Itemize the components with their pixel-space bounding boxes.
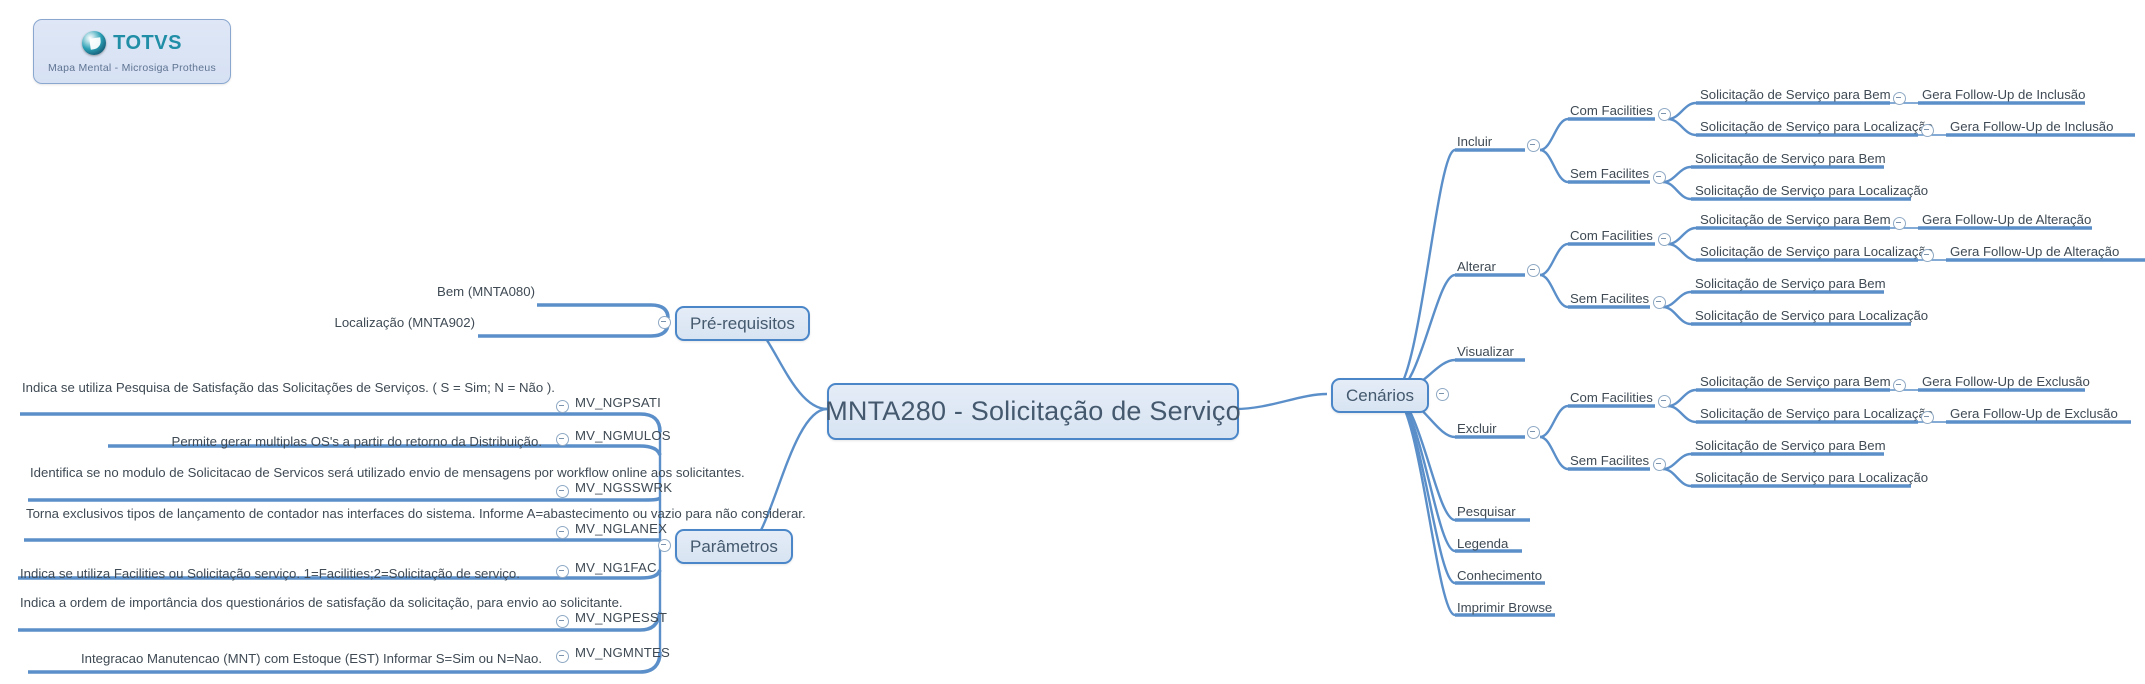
alterar-com-facilities[interactable]: Com Facilities bbox=[1570, 228, 1653, 243]
toggle-param-0[interactable] bbox=[556, 400, 569, 413]
alterar-sem-facilites[interactable]: Sem Facilites bbox=[1570, 291, 1650, 306]
toggle-param-6[interactable] bbox=[556, 650, 569, 663]
excluir-sem-facilites[interactable]: Sem Facilites bbox=[1570, 453, 1650, 468]
incluir-cf-item-0[interactable]: Solicitação de Serviço para Bem bbox=[1700, 87, 1891, 102]
excluir-sf-item-1[interactable]: Solicitação de Serviço para Localização bbox=[1695, 470, 1929, 485]
param-desc-2[interactable]: Identifica se no modulo de Solicitacao d… bbox=[30, 465, 745, 480]
toggle-excluir-cf-item-1[interactable] bbox=[1921, 411, 1934, 424]
param-desc-0[interactable]: Indica se utiliza Pesquisa de Satisfação… bbox=[22, 380, 555, 395]
root-node[interactable]: MNTA280 - Solicitação de Serviço bbox=[825, 383, 1241, 440]
excluir-cf-item-1[interactable]: Solicitação de Serviço para Localização bbox=[1700, 406, 1934, 421]
alterar-sf-item-1[interactable]: Solicitação de Serviço para Localização bbox=[1695, 308, 1929, 323]
toggle-cenarios[interactable] bbox=[1436, 388, 1449, 401]
incluir-cf-followup-1[interactable]: Gera Follow-Up de Inclusão bbox=[1950, 119, 2114, 134]
toggle-prerequisitos[interactable] bbox=[658, 316, 671, 329]
cenario-conhecimento[interactable]: Conhecimento bbox=[1457, 568, 1543, 583]
toggle-excluir-com-facilities[interactable] bbox=[1658, 395, 1671, 408]
branch-prerequisitos[interactable]: Pré-requisitos bbox=[675, 306, 810, 341]
param-desc-6[interactable]: Integracao Manutencao (MNT) com Estoque … bbox=[80, 651, 542, 666]
logo-card: TOTVS Mapa Mental - Microsiga Protheus bbox=[33, 19, 231, 84]
alterar-cf-followup-0[interactable]: Gera Follow-Up de Alteração bbox=[1922, 212, 2092, 227]
toggle-excluir-sem-facilites[interactable] bbox=[1653, 458, 1666, 471]
toggle-alterar[interactable] bbox=[1527, 264, 1540, 277]
toggle-alterar-com-facilities[interactable] bbox=[1658, 233, 1671, 246]
alterar-cf-item-1[interactable]: Solicitação de Serviço para Localização bbox=[1700, 244, 1934, 259]
branch-parametros[interactable]: Parâmetros bbox=[675, 529, 793, 564]
cenario-incluir[interactable]: Incluir bbox=[1457, 134, 1493, 149]
cenario-imprimir-browse[interactable]: Imprimir Browse bbox=[1457, 600, 1553, 615]
excluir-cf-followup-0[interactable]: Gera Follow-Up de Exclusão bbox=[1922, 374, 2090, 389]
toggle-parametros[interactable] bbox=[658, 539, 671, 552]
alterar-cf-followup-1[interactable]: Gera Follow-Up de Alteração bbox=[1950, 244, 2120, 259]
totvs-sphere-icon bbox=[82, 31, 107, 55]
branch-cenarios[interactable]: Cenários bbox=[1331, 378, 1430, 413]
toggle-param-2[interactable] bbox=[556, 485, 569, 498]
prereq-item-0[interactable]: Bem (MNTA080) bbox=[437, 284, 535, 299]
toggle-incluir-cf-item-1[interactable] bbox=[1921, 124, 1934, 137]
prereq-item-1[interactable]: Localização (MNTA902) bbox=[334, 315, 475, 330]
excluir-com-facilities[interactable]: Com Facilities bbox=[1570, 390, 1653, 405]
toggle-incluir[interactable] bbox=[1527, 139, 1540, 152]
param-desc-4[interactable]: Indica se utiliza Facilities ou Solicita… bbox=[20, 566, 520, 581]
toggle-alterar-cf-item-1[interactable] bbox=[1921, 249, 1934, 262]
param-code-3[interactable]: MV_NGLANEX bbox=[575, 521, 668, 536]
toggle-incluir-sem-facilites[interactable] bbox=[1653, 171, 1666, 184]
brand-name: TOTVS bbox=[113, 31, 182, 54]
excluir-cf-item-0[interactable]: Solicitação de Serviço para Bem bbox=[1700, 374, 1891, 389]
cenario-excluir[interactable]: Excluir bbox=[1457, 421, 1497, 436]
cenario-visualizar[interactable]: Visualizar bbox=[1457, 344, 1514, 359]
incluir-cf-item-1[interactable]: Solicitação de Serviço para Localização bbox=[1700, 119, 1934, 134]
cenario-legenda[interactable]: Legenda bbox=[1457, 536, 1509, 551]
param-code-4[interactable]: MV_NG1FAC bbox=[575, 560, 657, 575]
param-code-1[interactable]: MV_NGMULOS bbox=[575, 428, 671, 443]
cenario-alterar[interactable]: Alterar bbox=[1457, 259, 1496, 274]
param-desc-1[interactable]: Permite gerar multiplas OS's a partir do… bbox=[171, 434, 542, 449]
excluir-cf-followup-1[interactable]: Gera Follow-Up de Exclusão bbox=[1950, 406, 2118, 421]
toggle-excluir[interactable] bbox=[1527, 426, 1540, 439]
incluir-cf-followup-0[interactable]: Gera Follow-Up de Inclusão bbox=[1922, 87, 2086, 102]
toggle-alterar-sem-facilites[interactable] bbox=[1653, 296, 1666, 309]
param-code-6[interactable]: MV_NGMNTES bbox=[575, 645, 671, 660]
alterar-sf-item-0[interactable]: Solicitação de Serviço para Bem bbox=[1695, 276, 1886, 291]
toggle-param-1[interactable] bbox=[556, 433, 569, 446]
toggle-excluir-cf-item-0[interactable] bbox=[1893, 379, 1906, 392]
incluir-sf-item-0[interactable]: Solicitação de Serviço para Bem bbox=[1695, 151, 1886, 166]
incluir-sem-facilites[interactable]: Sem Facilites bbox=[1570, 166, 1650, 181]
param-desc-3[interactable]: Torna exclusivos tipos de lançamento de … bbox=[26, 506, 806, 521]
toggle-incluir-cf-item-0[interactable] bbox=[1893, 92, 1906, 105]
toggle-alterar-cf-item-0[interactable] bbox=[1893, 217, 1906, 230]
param-code-5[interactable]: MV_NGPESST bbox=[575, 610, 668, 625]
param-code-2[interactable]: MV_NGSSWRK bbox=[575, 480, 673, 495]
toggle-incluir-com-facilities[interactable] bbox=[1658, 108, 1671, 121]
cenario-pesquisar[interactable]: Pesquisar bbox=[1457, 504, 1516, 519]
param-code-0[interactable]: MV_NGPSATI bbox=[575, 395, 662, 410]
incluir-com-facilities[interactable]: Com Facilities bbox=[1570, 103, 1653, 118]
logo-row: TOTVS bbox=[34, 20, 230, 62]
logo-subtitle: Mapa Mental - Microsiga Protheus bbox=[48, 62, 216, 74]
param-desc-5[interactable]: Indica a ordem de importância dos questi… bbox=[20, 595, 623, 610]
excluir-sf-item-0[interactable]: Solicitação de Serviço para Bem bbox=[1695, 438, 1886, 453]
toggle-param-5[interactable] bbox=[556, 615, 569, 628]
toggle-param-4[interactable] bbox=[556, 565, 569, 578]
toggle-param-3[interactable] bbox=[556, 526, 569, 539]
alterar-cf-item-0[interactable]: Solicitação de Serviço para Bem bbox=[1700, 212, 1891, 227]
incluir-sf-item-1[interactable]: Solicitação de Serviço para Localização bbox=[1695, 183, 1929, 198]
